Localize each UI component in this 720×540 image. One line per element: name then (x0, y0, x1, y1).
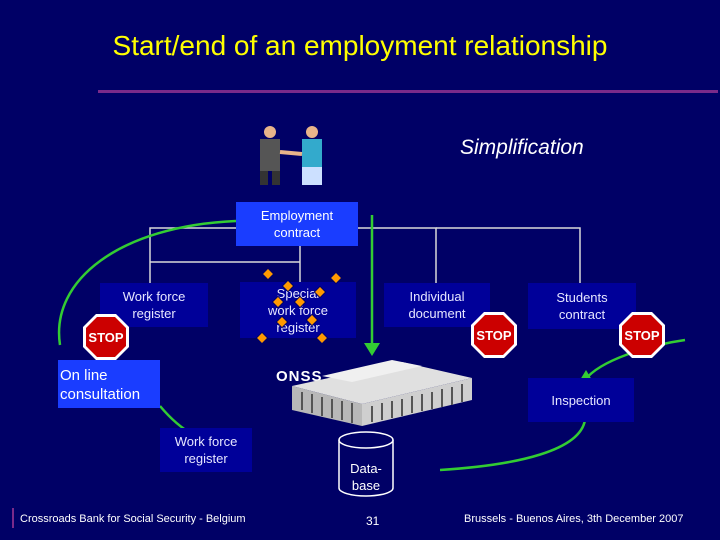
employment-contract-line-1: Employment (260, 208, 334, 223)
online-consultation-line-2: consultation (60, 386, 141, 403)
inspection-label: Inspection (551, 392, 611, 408)
stop-sign-icon: STOP (619, 312, 665, 358)
slide-title: Start/end of an employment relationship (112, 30, 608, 61)
green-arc-left (57, 219, 237, 346)
building-icon (292, 360, 472, 426)
database-label: Data- base (338, 460, 394, 494)
work-force-register-bottom-line-2: register (184, 451, 228, 466)
students-contract-line-2: contract (558, 307, 606, 322)
strike-out-diamonds (255, 267, 343, 345)
work-force-register-bottom-box: Work force register (160, 428, 252, 472)
online-consultation-line-1: On line (60, 367, 108, 384)
special-register-line-2: work force (268, 302, 328, 318)
connector-to-work-force-register (149, 227, 236, 290)
connector-to-individual-document (358, 227, 437, 283)
green-arc-bottom-right (439, 419, 587, 472)
work-force-register-line-1: Work force (122, 289, 186, 304)
green-arrowhead-up (580, 370, 592, 380)
database-label-line-2: base (351, 478, 381, 493)
employment-contract-box: Employment contract (236, 202, 358, 246)
work-force-register-line-2: register (132, 306, 176, 321)
work-force-register-bottom-line-1: Work force (174, 434, 238, 449)
title-divider (98, 90, 718, 93)
online-consultation-box: On line consultation (58, 360, 160, 408)
green-arrowhead-down (364, 343, 380, 356)
special-work-force-register-box: Special work force register (240, 282, 356, 338)
database-label-line-1: Data- (350, 461, 382, 476)
connector-to-students-contract (436, 227, 581, 283)
svg-text:STOP: STOP (476, 328, 511, 343)
stop-sign-icon: STOP (471, 312, 517, 358)
footer-accent-bar (12, 508, 14, 528)
svg-text:STOP: STOP (624, 328, 659, 343)
handshake-icon (260, 126, 322, 185)
database-icon (338, 431, 394, 497)
footer-organization: Crossroads Bank for Social Security - Be… (20, 513, 246, 525)
onss-label: ONSS (276, 368, 323, 385)
stop-sign-icon: STOP (83, 314, 129, 360)
individual-document-line-1: Individual (409, 289, 465, 304)
individual-document-line-2: document (408, 306, 466, 321)
special-register-line-3: register (276, 319, 320, 335)
students-contract-line-1: Students (556, 290, 608, 305)
svg-text:STOP: STOP (88, 330, 123, 345)
employment-contract-line-2: contract (273, 225, 321, 240)
inspection-box: Inspection (528, 378, 634, 422)
page-number: 31 (366, 514, 380, 528)
students-contract-box: Students contract (528, 283, 636, 329)
green-arc-right (584, 338, 686, 381)
simplification-label: Simplification (460, 136, 584, 159)
individual-document-box: Individual document (384, 283, 490, 327)
footer-event: Brussels - Buenos Aires, 3th December 20… (464, 513, 684, 525)
